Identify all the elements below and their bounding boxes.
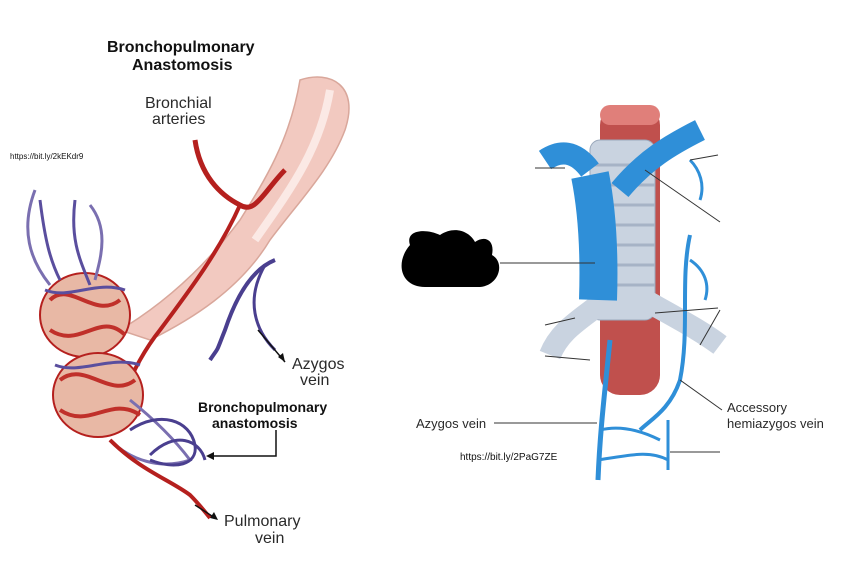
capillary-network-purple bbox=[38, 199, 141, 370]
superior-vena-cava bbox=[571, 171, 618, 301]
alveolus-upper bbox=[39, 272, 131, 358]
label-anastomosis-line2: anastomosis bbox=[212, 415, 298, 431]
redaction-blob bbox=[401, 230, 500, 287]
label-accessory-line1: Accessory bbox=[727, 400, 787, 415]
bronchial-artery-branch bbox=[118, 204, 242, 401]
pointer-azygos-head bbox=[278, 353, 285, 362]
pointer-pulmonary-head bbox=[210, 512, 218, 520]
azygos-vein-path bbox=[208, 258, 276, 362]
leader-7 bbox=[699, 309, 721, 346]
brachiocephalic-vein-left bbox=[538, 142, 599, 178]
capillary-network-red bbox=[48, 292, 142, 419]
right-source-url: https://bit.ly/2PaG7ZE bbox=[460, 452, 558, 463]
left-title-line2: Anastomosis bbox=[132, 57, 233, 74]
label-bronchial-line2: arteries bbox=[152, 111, 206, 128]
leader-accessory bbox=[679, 379, 723, 411]
hemiazygos-vein-path bbox=[638, 234, 692, 432]
pointer-anastomosis bbox=[210, 430, 277, 457]
brachiocephalic-vein-right bbox=[611, 120, 705, 198]
label-azygos-vein: Azygos vein bbox=[416, 416, 487, 431]
azygos-vein-right-path bbox=[595, 339, 613, 481]
label-anastomosis-line1: Bronchopulmonary bbox=[198, 399, 328, 415]
bronchial-artery bbox=[192, 139, 287, 210]
leader-2 bbox=[689, 154, 719, 161]
label-azygos-line1: Azygos bbox=[292, 356, 345, 373]
leader-3 bbox=[644, 169, 721, 223]
aorta-top bbox=[600, 105, 660, 125]
label-azygos-line2: vein bbox=[300, 372, 330, 389]
left-source-url: https://bit.ly/2kEKdr9 bbox=[10, 152, 84, 161]
left-title-line1: Bronchopulmonary bbox=[107, 39, 255, 56]
anastomosis-vessels bbox=[129, 417, 207, 467]
label-bronchial-line1: Bronchial bbox=[145, 95, 212, 112]
label-accessory-line2: hemiazygos vein bbox=[727, 416, 824, 431]
pointer-anastomosis-head bbox=[206, 452, 214, 460]
leader-8 bbox=[544, 355, 591, 361]
intercostal-veins bbox=[597, 158, 709, 470]
bronchus-tissue bbox=[118, 76, 350, 341]
leader-6 bbox=[654, 307, 719, 314]
label-pulmonary-line2: vein bbox=[255, 530, 285, 547]
label-pulmonary-line1: Pulmonary bbox=[224, 513, 301, 530]
leader-5 bbox=[544, 317, 576, 326]
bronchus-tissue-highlight bbox=[251, 89, 334, 243]
bronchi bbox=[539, 290, 727, 360]
